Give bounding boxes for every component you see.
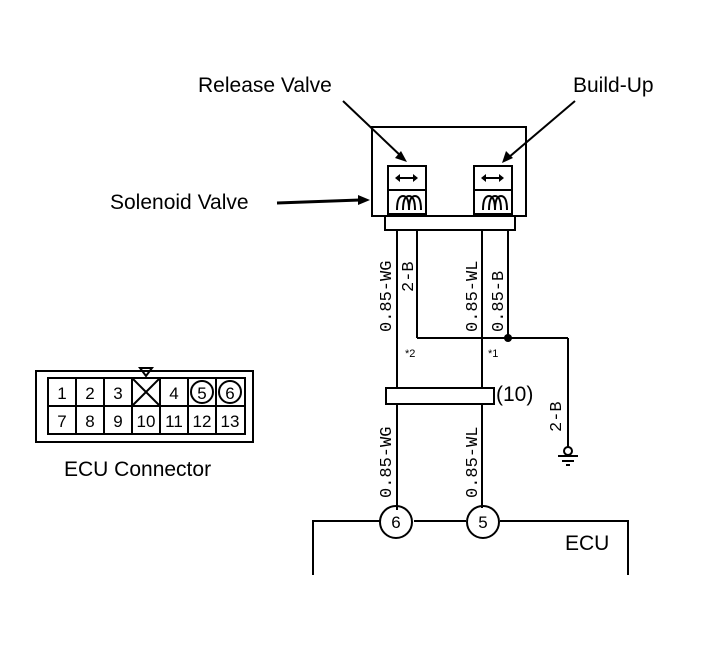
connector-key-icon	[138, 367, 154, 378]
wire-label-2b-left: 2-B	[400, 261, 419, 292]
splice-point	[504, 334, 512, 342]
build-up-arrowhead	[502, 151, 513, 163]
ecu-connector-label: ECU Connector	[64, 458, 211, 481]
release-valve-label: Release Valve	[198, 74, 332, 97]
ecu-label: ECU	[565, 532, 609, 555]
release-valve-coil	[387, 165, 427, 215]
pin-5-highlight	[190, 380, 214, 404]
junction-label: (10)	[496, 383, 533, 406]
release-valve-arrow	[342, 100, 404, 159]
pin-5: 5	[197, 384, 206, 403]
marker-star-left: *2	[405, 348, 415, 360]
wire-label-b-right: 0.85-B	[490, 271, 509, 332]
wire-label-ground: 2-B	[548, 401, 567, 432]
solenoid-valve-housing	[371, 126, 527, 217]
ecu-terminal-6-label: 6	[391, 513, 400, 532]
pin-11: 11	[165, 412, 183, 431]
build-up-valve-coil	[473, 165, 513, 215]
solenoid-valve-arrowhead	[358, 195, 370, 205]
release-valve-arrowhead	[395, 151, 407, 162]
wire-label-wg-upper: 0.85-WG	[378, 261, 397, 332]
junction-connector	[385, 387, 495, 405]
solenoid-connector	[384, 215, 516, 231]
ecu-terminal-6	[379, 505, 413, 539]
pin-8: 8	[85, 412, 94, 431]
wire-label-wg-lower: 0.85-WG	[378, 427, 397, 498]
ecu-connector-pinout: 1 2 3 4 5 6 7 8 9 10 11 12 13	[35, 367, 254, 443]
pin-12: 12	[193, 412, 212, 431]
pin-10: 10	[137, 412, 156, 431]
solenoid-valve-arrow	[276, 198, 361, 205]
connector-outline	[35, 370, 254, 443]
pin-3: 3	[113, 384, 122, 403]
ecu-terminal-5-label: 5	[478, 513, 487, 532]
marker-star-right: *1	[488, 348, 498, 360]
build-up-label: Build-Up	[573, 74, 654, 97]
pin-4: 4	[169, 384, 178, 403]
pin-6: 6	[225, 384, 234, 403]
build-up-arrow	[507, 100, 576, 159]
pin-9: 9	[113, 412, 122, 431]
solenoid-valve-label: Solenoid Valve	[110, 191, 249, 214]
pin-13: 13	[221, 412, 240, 431]
ecu-box	[312, 520, 629, 575]
pin-1: 1	[57, 384, 66, 403]
wire-label-wl-lower: 0.85-WL	[464, 427, 483, 498]
ground-icon	[558, 446, 578, 466]
pin-6-highlight	[218, 380, 242, 404]
pin-2: 2	[85, 384, 94, 403]
wire-label-wl-upper: 0.85-WL	[464, 261, 483, 332]
ecu-terminal-5	[466, 505, 500, 539]
pin-7: 7	[57, 412, 66, 431]
